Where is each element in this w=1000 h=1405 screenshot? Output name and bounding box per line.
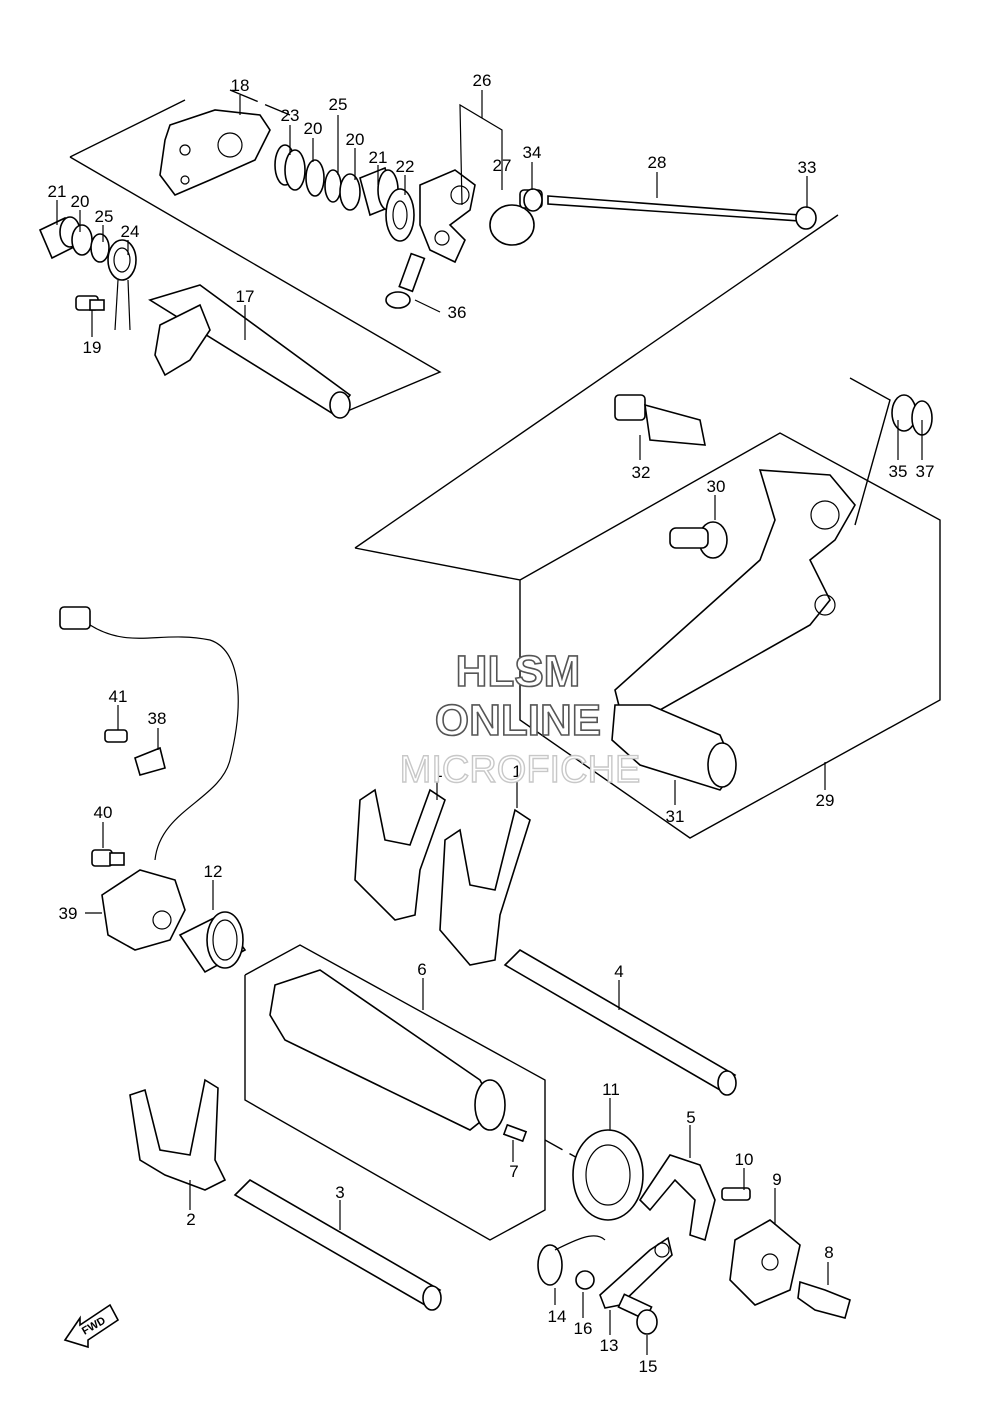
part-8-bolt [797, 1280, 851, 1319]
part-9-cam [729, 1219, 801, 1306]
callout-34: 34 [523, 143, 542, 162]
part-16-washer [575, 1270, 595, 1290]
part-24-spring [107, 239, 137, 331]
callout-23: 23 [281, 106, 300, 125]
callout-11: 11 [602, 1080, 620, 1099]
callout-16: 16 [574, 1319, 593, 1338]
part-25-washer-b [90, 233, 110, 263]
callout-27: 27 [493, 156, 512, 175]
top-group-frame [69, 89, 442, 416]
callout-10: 10 [735, 1150, 754, 1169]
leader-lines [56, 90, 923, 1355]
part-1-fork-a [354, 788, 446, 921]
callout-19: 19 [83, 338, 102, 357]
callout-22: 22 [396, 157, 415, 176]
callout-17: 17 [236, 287, 255, 306]
callout-24: 24 [121, 222, 140, 241]
part-7-pin [502, 1123, 528, 1143]
callout-15: 15 [639, 1357, 658, 1376]
callout-37: 37 [916, 462, 935, 481]
callout-8: 8 [824, 1243, 833, 1262]
part-11-bearing [572, 1129, 644, 1221]
part-38-clamp [134, 746, 166, 776]
part-34-nut [523, 188, 543, 212]
part-36-bolt [385, 252, 426, 309]
part-30-bush [669, 521, 728, 559]
callout-39: 39 [59, 904, 78, 923]
part-18-plate [159, 109, 271, 196]
callout-25b: 25 [329, 95, 348, 114]
part-32-pivot-bolt [614, 394, 706, 446]
callout-14: 14 [548, 1307, 567, 1326]
watermark-line3: MICROFICHE [400, 749, 641, 791]
part-14-spring [537, 1235, 606, 1286]
watermark-line1: HLSM [456, 647, 581, 696]
callout-2: 2 [186, 1210, 195, 1229]
callout-12: 12 [204, 862, 223, 881]
callout-5: 5 [686, 1108, 695, 1127]
part-15-bolt [617, 1293, 658, 1335]
callout-25a: 25 [95, 207, 114, 226]
part-10-screw [721, 1187, 751, 1201]
callout-28: 28 [648, 153, 667, 172]
part-39-sensor-body [101, 869, 186, 951]
part-39-sensor-wire [59, 606, 239, 861]
part-26-arm [419, 169, 476, 264]
callout-21a: 21 [48, 182, 67, 201]
gear-lever-frame [354, 214, 941, 839]
callout-26: 26 [473, 71, 492, 90]
part-2-fork [129, 1078, 227, 1191]
callout-20a: 20 [71, 192, 90, 211]
part-33-nut [795, 206, 817, 230]
part-19-bolt [75, 295, 105, 311]
part-6-shift-drum [269, 969, 506, 1131]
part-20-washer-a [305, 159, 325, 197]
part-41-screw [104, 729, 128, 743]
callout-20c: 20 [346, 130, 365, 149]
callout-18: 18 [231, 76, 250, 95]
part-20-washer-b [339, 173, 361, 211]
callout-21b: 21 [369, 148, 388, 167]
part-31-footpeg-rubber [611, 704, 737, 791]
part-40-bolt [91, 849, 125, 867]
callout-9: 9 [772, 1170, 781, 1189]
callout-31: 31 [666, 807, 685, 826]
part-1-fork-b [439, 808, 531, 966]
callout-4: 4 [614, 962, 623, 981]
part-5-plate [638, 1154, 716, 1242]
callout-13: 13 [600, 1336, 619, 1355]
fwd-arrow-icon: FWD [63, 1303, 120, 1349]
part-4-fork-shaft [503, 948, 737, 1096]
part-3-fork-shaft [233, 1178, 442, 1311]
callout-41: 41 [109, 687, 128, 706]
callout-40: 40 [94, 803, 113, 822]
callout-7: 7 [509, 1162, 518, 1181]
part-13-stopper-arm [599, 1236, 673, 1309]
callout-29: 29 [816, 791, 835, 810]
callout-36: 36 [448, 303, 467, 322]
callout-30: 30 [707, 477, 726, 496]
callout-20b: 20 [304, 119, 323, 138]
callout-labels: 1 1 2 3 4 5 6 7 8 9 10 11 12 13 14 15 16… [48, 71, 935, 1376]
callout-3: 3 [335, 1183, 344, 1202]
callout-38: 38 [148, 709, 167, 728]
part-12-bearing [178, 911, 247, 974]
part-17-shift-shaft [148, 284, 352, 419]
watermark: HLSM ONLINE MICROFICHE [399, 646, 641, 792]
part-20-washer-c [71, 224, 93, 256]
callout-1a: 1 [433, 762, 442, 781]
callout-1b: 1 [512, 762, 521, 781]
callout-32: 32 [632, 463, 651, 482]
part-28-rod [547, 195, 801, 222]
callout-6: 6 [417, 960, 426, 979]
callout-35: 35 [889, 462, 908, 481]
part-22-seal [385, 188, 415, 242]
part-29-gear-lever [614, 469, 856, 711]
callout-33: 33 [798, 158, 817, 177]
watermark-line2: ONLINE [435, 696, 601, 745]
